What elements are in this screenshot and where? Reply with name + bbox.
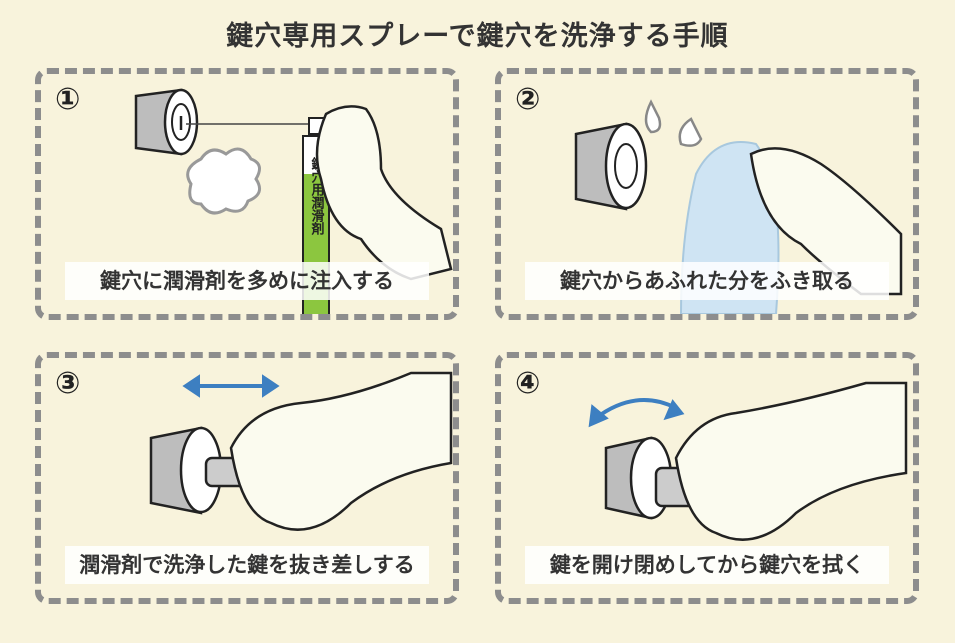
drop-icon <box>644 99 662 134</box>
step-caption: 潤滑剤で洗浄した鍵を抜き差しする <box>65 546 429 584</box>
step-number: ① <box>55 82 81 117</box>
hand-icon <box>229 371 453 531</box>
lock-cylinder-icon <box>574 122 648 211</box>
turn-key-illustration <box>588 381 908 541</box>
step-number: ② <box>515 82 541 117</box>
hand-icon <box>315 105 453 281</box>
step-3-panel: ③ 潤滑剤で洗浄した鍵を抜き差しする <box>35 352 459 604</box>
wipe-keyhole-illustration <box>574 99 903 314</box>
step-4-panel: ④ 鍵を開け閉めしてから鍵穴を拭く <box>495 352 919 604</box>
hand-icon <box>674 381 908 541</box>
spray-keyhole-illustration: 鍵穴用潤滑剤 <box>134 88 453 314</box>
lock-cylinder-icon <box>134 88 199 156</box>
page-title: 鍵穴専用スプレーで鍵穴を洗浄する手順 <box>226 21 729 52</box>
spray-cloud-icon <box>186 147 262 215</box>
step-caption: 鍵穴からあふれた分をふき取る <box>525 262 889 300</box>
step-caption: 鍵穴に潤滑剤を多めに注入する <box>65 262 429 300</box>
step-caption: 鍵を開け閉めしてから鍵穴を拭く <box>525 546 889 584</box>
step-number: ④ <box>515 366 541 401</box>
step-number: ③ <box>55 366 81 401</box>
double-arrow-icon <box>182 374 280 398</box>
curved-arrow-icon <box>588 398 685 428</box>
lock-cylinder-icon <box>149 426 223 515</box>
hand-icon <box>749 147 903 296</box>
drop-icon <box>678 117 703 147</box>
step-1-panel: ① 鍵穴用潤滑剤 鍵穴に潤滑剤を多めに注入する <box>35 68 459 320</box>
step-2-panel: ② 鍵穴からあふれた分をふき取る <box>495 68 919 320</box>
insert-key-illustration <box>149 371 453 531</box>
